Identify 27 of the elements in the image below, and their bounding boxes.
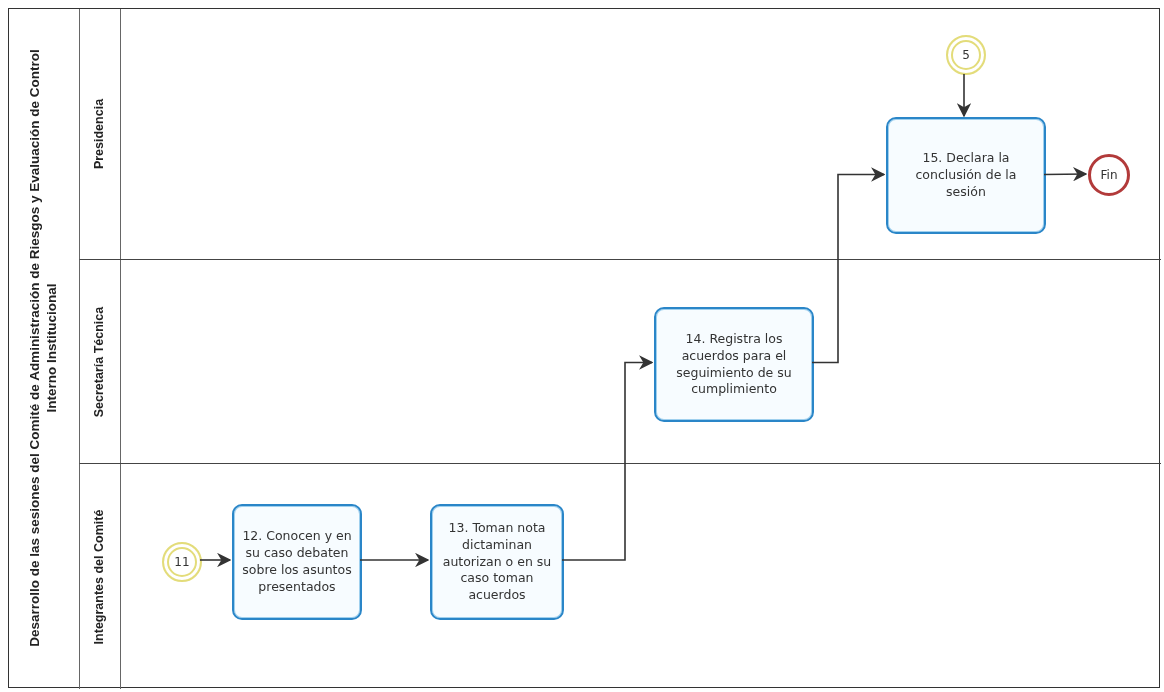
lane-title: Integrantes del Comité (92, 508, 108, 646)
end-event-circle (1088, 154, 1130, 196)
sequence-arrow (199, 552, 232, 568)
swimlane (79, 463, 1161, 689)
sequence-arrow (359, 552, 430, 568)
sequence-arrow (956, 73, 972, 118)
task-text: 14. Registra los acuerdos para el seguimiento de su cumplimiento (675, 330, 793, 399)
task-text: 15. Declara la conclusión de la sesión (914, 150, 1018, 201)
pool-frame (8, 8, 1160, 688)
sequence-arrow (811, 167, 886, 364)
event-label: 11 (174, 555, 190, 569)
task-box (232, 504, 362, 620)
sequence-arrow (561, 355, 654, 561)
pool-title: Desarrollo de las sesiones del Comité de Administración de Riesgos y Evaluación de Control Interno Institucional (27, 48, 60, 649)
swimlane (79, 259, 1161, 463)
event-label: Fin (1100, 168, 1118, 182)
lane-title: Secretaría Técnica (92, 305, 108, 419)
task-box (430, 504, 564, 620)
sequence-arrow (1043, 166, 1088, 182)
link-event-circle (946, 35, 986, 75)
lane-title: Presidencia (92, 97, 108, 172)
task-text: 13. Toman nota dictaminan autorizan o en su caso toman acuerdos (441, 519, 553, 605)
task-box (886, 117, 1046, 234)
event-label: 5 (962, 48, 970, 62)
link-event-circle (162, 542, 202, 582)
task-box (654, 307, 814, 422)
task-text: 12. Conocen y en su caso debaten sobre los asuntos presentados (241, 528, 353, 596)
